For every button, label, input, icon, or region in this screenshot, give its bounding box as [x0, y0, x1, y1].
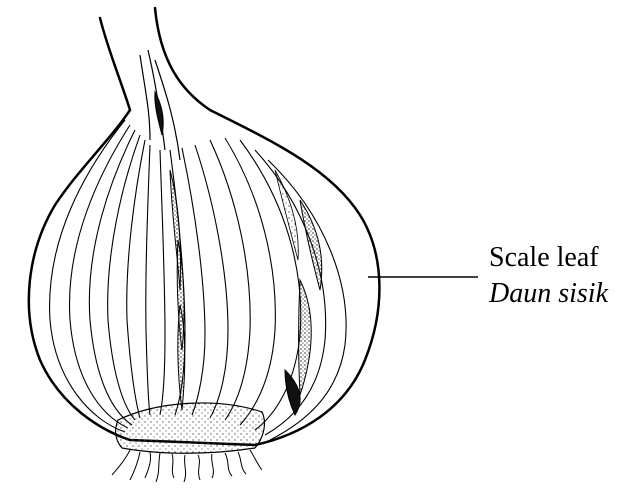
scale-leaf-label: Scale leaf	[489, 244, 599, 272]
scale-leaf-layers	[50, 120, 347, 440]
roots	[112, 450, 262, 482]
stippled-scales	[155, 92, 322, 415]
scale-leaf-label-malay: Daun sisik	[489, 280, 608, 308]
